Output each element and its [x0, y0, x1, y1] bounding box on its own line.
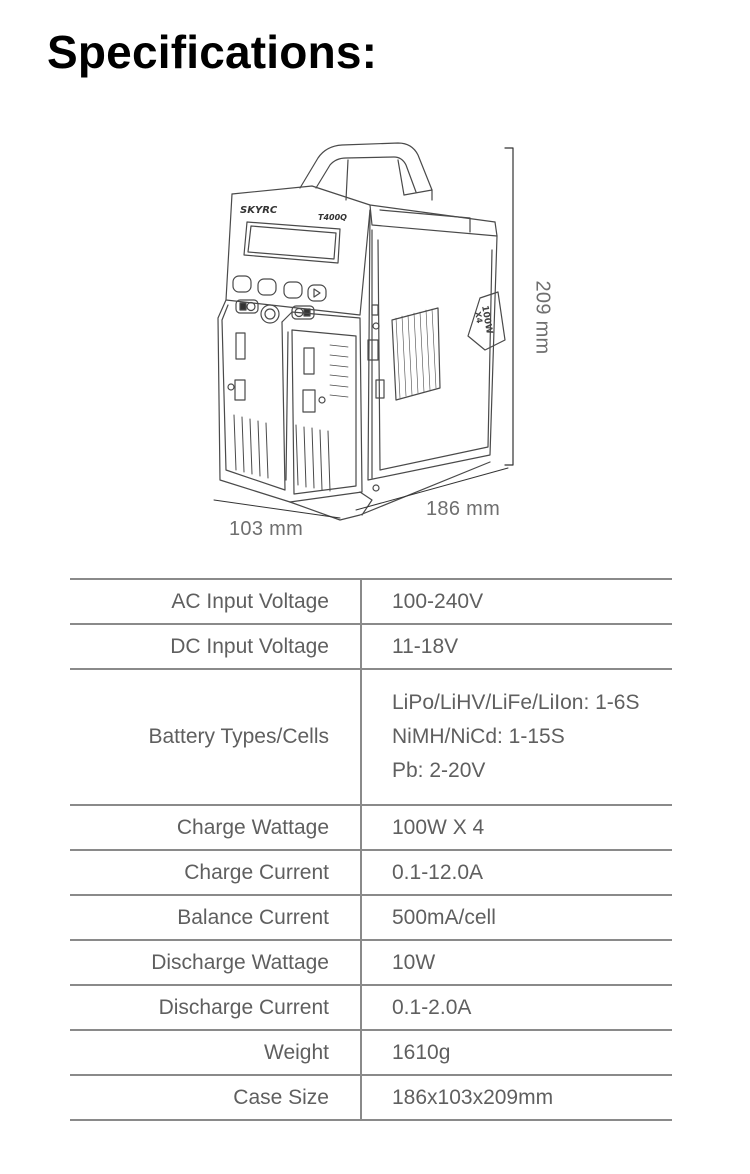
spec-value: 0.1-2.0A: [361, 984, 672, 1031]
charger-line-drawing: SKYRC T400Q: [213, 142, 514, 521]
spec-value: 0.1-12.0A: [361, 849, 672, 896]
spec-value: 100-240V: [361, 578, 672, 625]
height-dimension-label: 209 mm: [531, 280, 554, 355]
spec-value-line: LiPo/LiHV/LiFe/LiIon: 1-6S: [392, 691, 640, 714]
spec-label: Battery Types/Cells: [70, 668, 362, 806]
spec-value-line: 0.1-2.0A: [392, 995, 472, 1019]
table-row-discharge-wattage: Discharge Wattage 10W: [70, 939, 672, 986]
table-row-discharge-current: Discharge Current 0.1-2.0A: [70, 984, 672, 1031]
table-row-ac-input-voltage: AC Input Voltage 100-240V: [70, 578, 672, 625]
spec-value-line: 11-18V: [392, 634, 459, 658]
spec-label: AC Input Voltage: [70, 578, 362, 625]
spec-value: 100W X 4: [361, 804, 672, 851]
spec-value-line: 100W X 4: [392, 815, 485, 839]
table-row-balance-current: Balance Current 500mA/cell: [70, 894, 672, 941]
depth-dimension-label: 103 mm: [229, 518, 304, 540]
spec-label: Balance Current: [70, 894, 362, 941]
spec-value: 186x103x209mm: [361, 1074, 672, 1121]
table-row-case-size: Case Size 186x103x209mm: [70, 1074, 672, 1121]
spec-value-line: Pb: 2-20V: [392, 759, 486, 782]
specifications-table: AC Input Voltage 100-240V DC Input Volta…: [70, 578, 672, 1121]
spec-label: Charge Wattage: [70, 804, 362, 851]
badge-text: 100W: [479, 305, 494, 335]
spec-value-line: 1610g: [392, 1040, 451, 1064]
spec-value: LiPo/LiHV/LiFe/LiIon: 1-6S NiMH/NiCd: 1-…: [361, 668, 672, 806]
spec-label: Discharge Current: [70, 984, 362, 1031]
spec-label: Case Size: [70, 1074, 362, 1121]
spec-value: 1610g: [361, 1029, 672, 1076]
spec-label: Weight: [70, 1029, 362, 1076]
spec-value-line: 10W: [392, 950, 436, 974]
table-row-charge-wattage: Charge Wattage 100W X 4: [70, 804, 672, 851]
product-illustration: SKYRC T400Q: [200, 130, 560, 550]
width-dimension-label: 186 mm: [426, 498, 501, 520]
brand-logo-text: SKYRC: [240, 205, 278, 216]
spec-value-line: 100-240V: [392, 589, 484, 613]
spec-value-line: 500mA/cell: [392, 905, 496, 929]
table-row-dc-input-voltage: DC Input Voltage 11-18V: [70, 623, 672, 670]
spec-value-line: 0.1-12.0A: [392, 860, 484, 884]
spec-label: Charge Current: [70, 849, 362, 896]
spec-value-line: 186x103x209mm: [392, 1085, 554, 1109]
page-title: Specifications:: [47, 26, 378, 78]
spec-label: DC Input Voltage: [70, 623, 362, 670]
spec-value: 500mA/cell: [361, 894, 672, 941]
table-row-charge-current: Charge Current 0.1-12.0A: [70, 849, 672, 896]
svg-text:X4: X4: [473, 311, 484, 325]
model-text: T400Q: [318, 213, 347, 222]
spec-value: 11-18V: [361, 623, 672, 670]
spec-value-line: NiMH/NiCd: 1-15S: [392, 725, 565, 748]
spec-value: 10W: [361, 939, 672, 986]
table-row-battery-types: Battery Types/Cells LiPo/LiHV/LiFe/LiIon…: [70, 668, 672, 806]
spec-label: Discharge Wattage: [70, 939, 362, 986]
table-row-weight: Weight 1610g: [70, 1029, 672, 1076]
